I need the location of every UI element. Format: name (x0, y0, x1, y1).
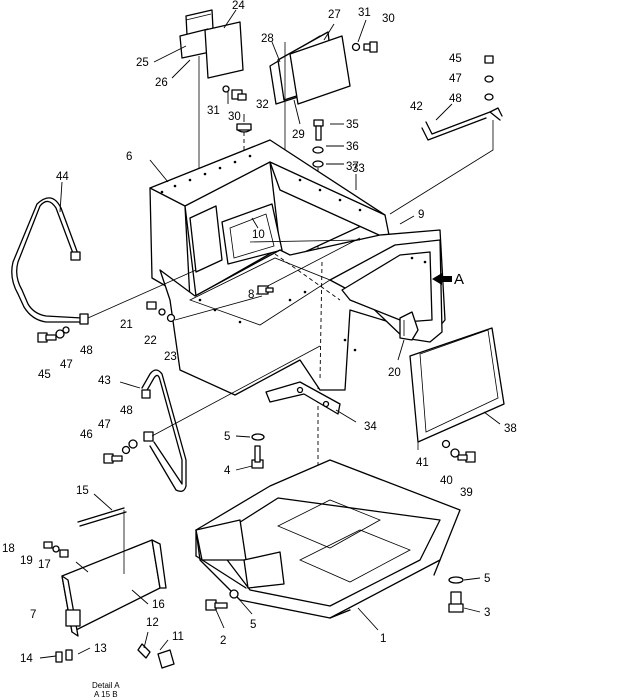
callout-47-mid: 47 (98, 419, 111, 431)
callout-33: 33 (352, 163, 365, 175)
callout-32: 32 (256, 99, 269, 111)
callout-47-top: 47 (449, 73, 462, 85)
callout-44: 44 (56, 171, 69, 183)
callout-16: 16 (152, 599, 165, 611)
callout-35: 35 (346, 119, 359, 131)
view-marker-a: A (454, 271, 464, 288)
callout-28: 28 (261, 33, 274, 45)
callout-3: 3 (484, 607, 490, 619)
bolt-30-top (351, 41, 378, 53)
callout-40: 40 (440, 475, 453, 487)
callout-36: 36 (346, 141, 359, 153)
callout-7: 7 (30, 609, 36, 621)
callout-34: 34 (364, 421, 377, 433)
callout-25: 25 (136, 57, 149, 69)
callout-10: 10 (252, 229, 265, 241)
clamp-20 (399, 311, 419, 341)
bolt-2-group (205, 589, 239, 611)
callout-14: 14 (20, 653, 33, 665)
callout-45-left: 45 (38, 369, 51, 381)
callout-5-right: 5 (484, 573, 490, 585)
bolt-30-mid (222, 85, 252, 160)
detail-caption: Detail A (92, 681, 120, 690)
callout-24: 24 (232, 0, 245, 12)
callout-5-low: 5 (250, 619, 256, 631)
bolt-8 (257, 285, 274, 295)
callout-12: 12 (146, 617, 159, 629)
cover-38 (409, 327, 505, 450)
callout-48-left: 48 (80, 345, 93, 357)
callout-22: 22 (144, 335, 157, 347)
callout-26: 26 (155, 77, 168, 89)
callout-29: 29 (292, 129, 305, 141)
callout-labels: 24 25 26 27 31 30 28 29 45 47 48 42 31 3… (2, 0, 517, 699)
detail-a-assembly (43, 507, 175, 669)
callout-43: 43 (98, 375, 111, 387)
callout-23: 23 (164, 351, 177, 363)
callout-31-mid: 31 (207, 105, 220, 117)
callout-6: 6 (126, 151, 132, 163)
callout-39: 39 (460, 487, 473, 499)
plate-24-assembly (179, 9, 244, 255)
detail-scale: A 15 B (94, 690, 118, 699)
callout-48-mid: 48 (120, 405, 133, 417)
callout-18: 18 (2, 543, 15, 555)
callout-30-mid: 30 (228, 111, 241, 123)
callout-41: 41 (416, 457, 429, 469)
cover-27-assembly (269, 31, 351, 200)
base-frame-1 (195, 459, 461, 619)
handrail-42 (389, 55, 503, 215)
bracket-34 (265, 381, 341, 415)
callout-48-top: 48 (449, 93, 462, 105)
bolt-4-group (251, 433, 265, 469)
callout-37: 37 (346, 161, 359, 173)
bolt-21-group (146, 295, 263, 323)
callout-30-top: 30 (382, 13, 395, 25)
callout-31-top: 31 (358, 7, 371, 19)
pipe-43 (141, 345, 321, 492)
callout-5-mid: 5 (224, 431, 230, 443)
callout-47-left: 47 (60, 359, 73, 371)
callout-46: 46 (80, 429, 93, 441)
callout-19: 19 (20, 555, 33, 567)
bolt-39-group (441, 439, 476, 463)
callout-27: 27 (328, 9, 341, 21)
callout-38: 38 (504, 423, 517, 435)
bolt-45-left (37, 326, 70, 343)
callout-2: 2 (220, 635, 226, 647)
callout-21: 21 (120, 319, 133, 331)
callout-13: 13 (94, 643, 107, 655)
callout-11: 11 (172, 631, 184, 643)
callout-20: 20 (388, 367, 401, 379)
callout-42: 42 (410, 101, 423, 113)
callout-1: 1 (380, 633, 386, 645)
main-frame-6 (149, 139, 452, 396)
callout-9: 9 (418, 209, 424, 221)
callout-8: 8 (248, 289, 254, 301)
bolt-3-group (448, 576, 464, 613)
callout-17: 17 (38, 559, 51, 571)
bolt-46-group (103, 439, 138, 464)
callout-4: 4 (224, 465, 231, 477)
pipe-44 (11, 197, 197, 325)
callout-15: 15 (76, 485, 89, 497)
leader-lines (39, 9, 501, 659)
callout-45-top: 45 (449, 53, 462, 65)
